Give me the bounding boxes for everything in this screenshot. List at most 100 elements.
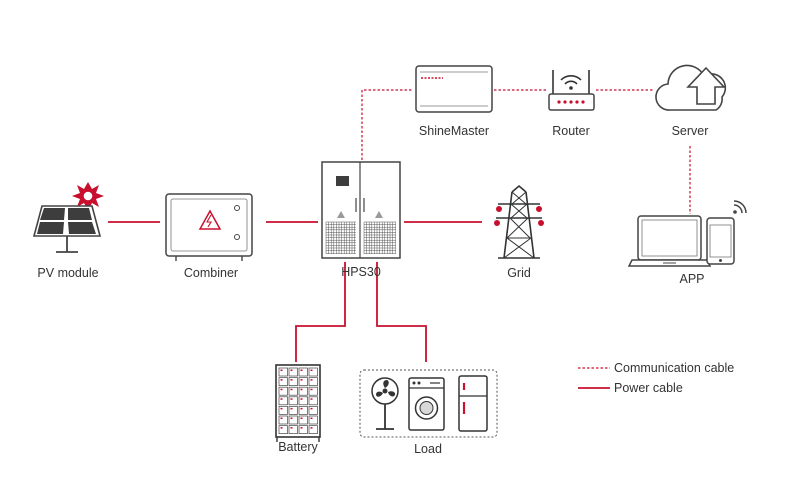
battery-cell-terminal (310, 427, 313, 429)
power-cable-hps30-battery (295, 262, 346, 362)
upload-arrow-icon (686, 66, 726, 105)
server-label: Server (672, 124, 709, 138)
hps30-cabinet-icon (321, 161, 401, 259)
battery-cell-terminal (300, 379, 303, 381)
power-cable-hps30-load (376, 262, 427, 362)
battery-cell-terminal (310, 417, 313, 419)
battery-cell (298, 396, 308, 406)
pv-module-node: PV module (32, 182, 104, 280)
wifi-icon (560, 75, 582, 81)
battery-cell-terminal (300, 427, 303, 429)
battery-cell-terminal (300, 417, 303, 419)
vent-grille-right (363, 221, 396, 254)
battery-cell (278, 377, 288, 386)
battery-cell-terminal (290, 379, 293, 381)
power-cables (108, 221, 482, 362)
legend-label-power: Power cable (614, 381, 683, 395)
battery-cell (298, 406, 308, 415)
battery-cell (288, 377, 298, 386)
battery-cell-terminal (280, 427, 283, 429)
battery-label: Battery (278, 440, 318, 454)
battery-cell (298, 367, 308, 377)
combiner-node: Combiner (165, 193, 253, 280)
load-node: Load (359, 369, 498, 456)
shinemaster-device-icon (415, 65, 493, 113)
battery-cell (278, 415, 288, 425)
load-label: Load (414, 442, 442, 456)
communication-cables (361, 89, 691, 214)
wireless-signal-icon (733, 200, 747, 214)
legend-item-power: Power cable (578, 381, 683, 395)
app-node: APP (627, 200, 747, 286)
battery-cell (308, 425, 318, 434)
battery-cell (308, 377, 318, 386)
battery-cell (308, 396, 318, 406)
battery-rack-icon (275, 364, 321, 442)
battery-cell (288, 367, 298, 377)
display-screen-icon (336, 176, 349, 186)
battery-cell-terminal (310, 388, 313, 391)
legend: Communication cable Power cable (578, 361, 734, 395)
washing-machine-icon (408, 377, 445, 431)
battery-cell-terminal (300, 407, 303, 410)
battery-cell (278, 406, 288, 415)
battery-cell (298, 415, 308, 425)
vent-grille-left (325, 221, 356, 254)
hps30-label: HPS30 (341, 265, 381, 279)
comm-cable-hps30-shinemaster (361, 89, 413, 160)
shinemaster-label: ShineMaster (419, 124, 489, 138)
battery-cell-terminal (290, 388, 293, 391)
hps30-node: HPS30 (321, 161, 401, 279)
router-label: Router (552, 124, 590, 138)
battery-cell (288, 386, 298, 396)
high-voltage-warning-icon (198, 209, 222, 230)
legend-item-communication: Communication cable (578, 361, 734, 375)
smartphone-icon (706, 217, 735, 265)
battery-cell-terminal (280, 417, 283, 419)
combiner-label: Combiner (184, 266, 238, 280)
router-node: Router (548, 70, 595, 138)
battery-cell (288, 415, 298, 425)
battery-cell-terminal (310, 407, 313, 410)
battery-cell-terminal (290, 417, 293, 419)
laptop-icon (627, 215, 712, 267)
battery-cell-terminal (300, 369, 303, 371)
battery-cell-terminal (310, 398, 313, 400)
battery-cell-terminal (290, 427, 293, 429)
battery-cell-terminal (290, 407, 293, 410)
battery-cell-terminal (290, 369, 293, 371)
battery-cell-terminal (280, 398, 283, 400)
battery-cell-terminal (280, 379, 283, 381)
server-node: Server (655, 64, 727, 138)
battery-cell (288, 396, 298, 406)
battery-cell-terminal (280, 388, 283, 391)
battery-cells (278, 367, 318, 434)
app-label: APP (679, 272, 704, 286)
solar-panel-icon (32, 182, 104, 253)
battery-cell (308, 367, 318, 377)
battery-cell (308, 406, 318, 415)
battery-cell (278, 396, 288, 406)
combiner-box-icon (165, 193, 253, 261)
battery-cell (298, 377, 308, 386)
battery-node: Battery (275, 364, 321, 454)
grid-label: Grid (507, 266, 531, 280)
battery-cell (278, 425, 288, 434)
battery-cell-terminal (280, 407, 283, 410)
battery-cell (308, 386, 318, 396)
battery-cell-terminal (300, 398, 303, 400)
battery-cell (298, 386, 308, 396)
battery-cell-terminal (300, 388, 303, 391)
fan-icon (371, 377, 399, 430)
battery-cell (288, 425, 298, 434)
battery-cell-terminal (310, 379, 313, 381)
pv-module-label: PV module (37, 266, 98, 280)
battery-cell (308, 415, 318, 425)
battery-cell (298, 425, 308, 434)
transmission-tower-icon (494, 184, 544, 259)
battery-cell (278, 367, 288, 377)
refrigerator-icon (458, 375, 488, 432)
load-group-box (359, 369, 498, 438)
